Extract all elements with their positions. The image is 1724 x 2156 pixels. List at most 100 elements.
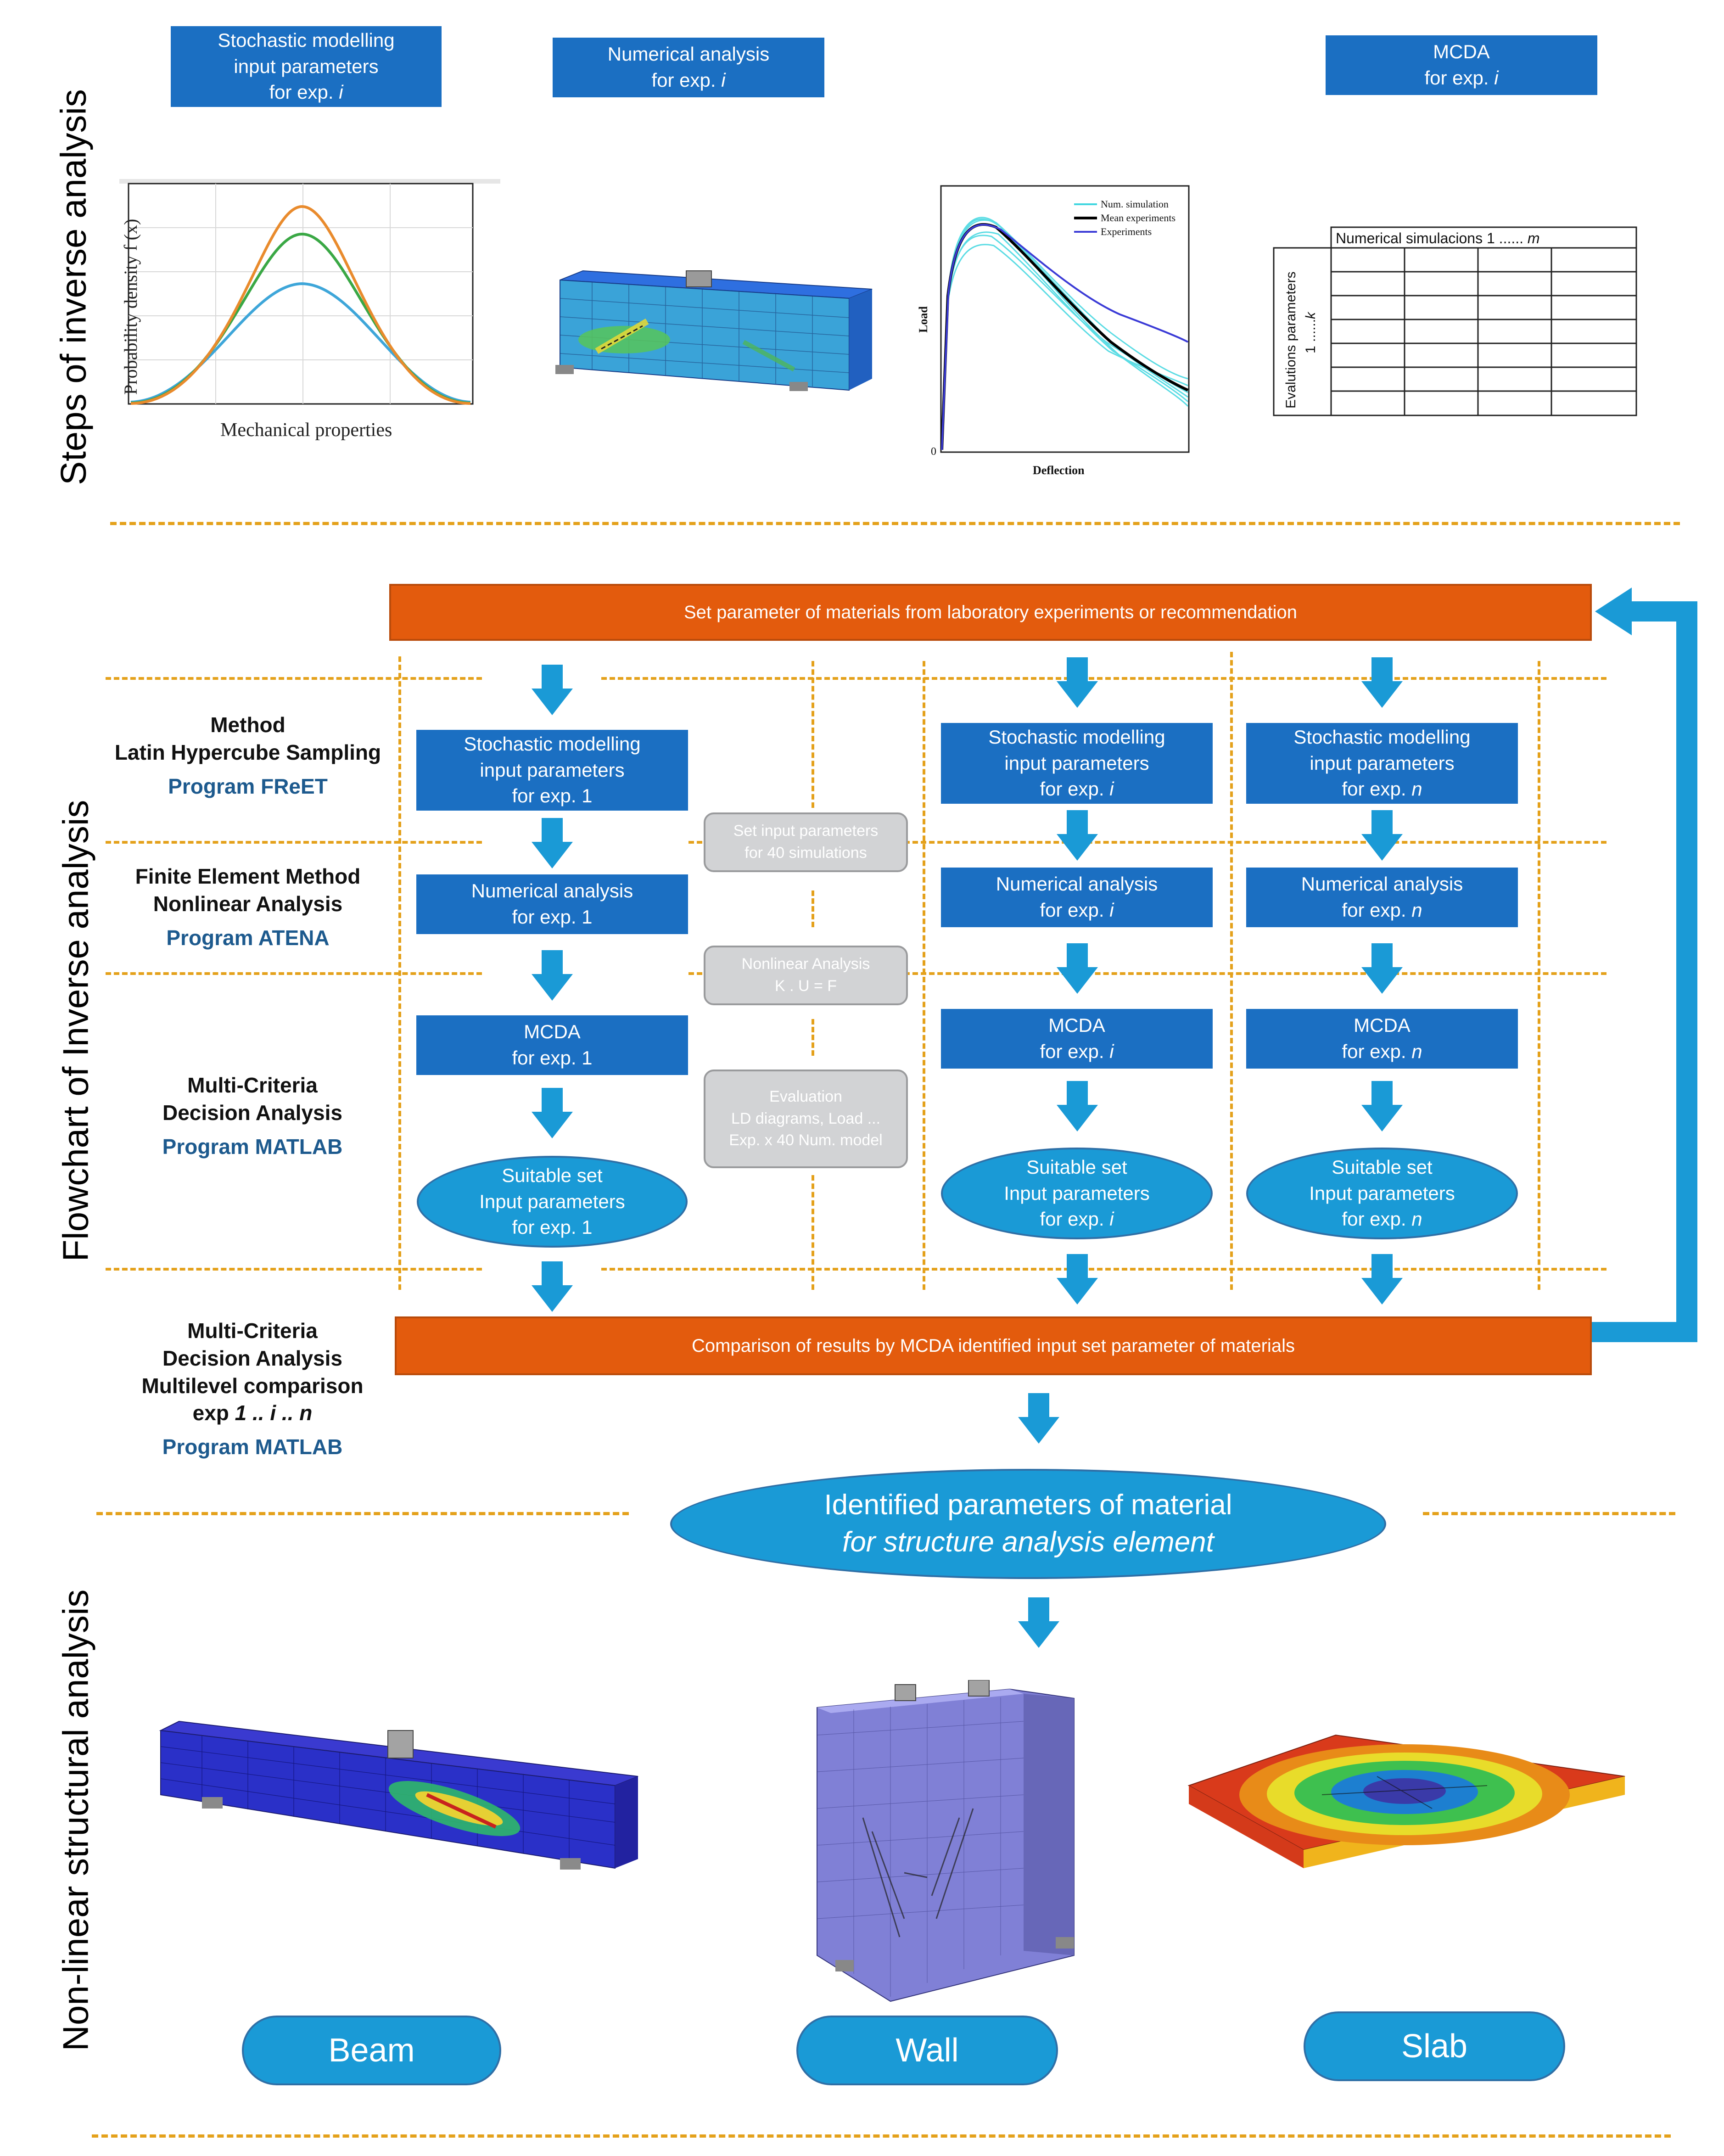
section-title-steps: Steps of inverse analysis <box>53 89 94 485</box>
col1-suit-l1: Suitable set <box>502 1164 603 1186</box>
coli-suit-l2: Input parameters <box>1004 1182 1150 1204</box>
method-mcda-l1: Multi-Criteria <box>187 1073 318 1097</box>
top-header-numerical: Numerical analysis for exp. i <box>553 38 824 97</box>
coli-num-idx: i <box>1109 899 1114 921</box>
coli-mcda-l1: MCDA <box>1048 1014 1105 1036</box>
gray-note-evaluation: Evaluation LD diagrams, Load ... Exp. x … <box>704 1070 908 1168</box>
mcda-table-rowlabel: Evalutions parameters <box>1283 272 1299 409</box>
coln-suitable-oval: Suitable set Input parameters for exp. n <box>1246 1148 1518 1239</box>
col1-mcda-l2: for exp. 1 <box>512 1047 593 1069</box>
section-title-flowchart: Flowchart of Inverse analysis <box>55 800 96 1262</box>
arrow-col1-2 <box>532 818 573 868</box>
beam-model <box>159 1720 638 1870</box>
coli-stoch-l2: input parameters <box>1004 752 1149 774</box>
ld-ylabel: Load <box>917 306 930 333</box>
mcda-table-header: Numerical simulacions 1 ...... <box>1336 230 1528 246</box>
coli-mcda-l2: for exp. <box>1040 1041 1110 1062</box>
method-fem-l2: Nonlinear Analysis <box>153 891 343 916</box>
beam-illustration-top <box>555 270 873 391</box>
arrow-coli-1 <box>1057 657 1098 708</box>
method4-l1: Multi-Criteria <box>187 1319 318 1343</box>
coli-stochastic-box: Stochastic modelling input parameters fo… <box>941 723 1213 804</box>
top-header-mcda-l1: MCDA <box>1433 41 1490 63</box>
ld-experiment-curve <box>941 224 1188 450</box>
grid-v1 <box>398 656 401 1290</box>
ld-plot: Num. simulation Mean experiments Experim… <box>917 185 1190 477</box>
mcda-table: Numerical simulacions 1 ...... m Evaluti… <box>1273 226 1637 416</box>
top-header-numerical-idx: i <box>721 69 726 91</box>
arrow-to-identified <box>1018 1393 1059 1444</box>
identified-l1: Identified parameters of material <box>824 1489 1232 1521</box>
mcda-table-header-m: m <box>1528 230 1540 246</box>
coli-stoch-l1: Stochastic modelling <box>988 726 1165 748</box>
arrow-coli-5 <box>1057 1254 1098 1305</box>
pdf-xlabel: Mechanical properties <box>220 420 392 441</box>
grid-v5 <box>1538 661 1540 1290</box>
ld-origin: 0 <box>931 446 936 458</box>
mcda-table-rowlabel2: 1 ...... <box>1303 319 1318 353</box>
grid-v4 <box>1230 652 1233 1290</box>
slab-model <box>1187 1734 1625 1868</box>
grid-v2 <box>812 661 814 808</box>
gray-note-input-l2: for 40 simulations <box>744 844 867 862</box>
coln-stoch-l1: Stochastic modelling <box>1293 726 1471 748</box>
grid-h3a <box>106 972 482 975</box>
coln-mcda-l2: for exp. <box>1342 1041 1412 1062</box>
top-header-mcda-l2: for exp. <box>1424 67 1495 89</box>
pdf-ylabel: Probability density f (x) <box>120 219 141 395</box>
identified-l2: for structure analysis element <box>842 1526 1214 1558</box>
separator-2b <box>1423 1512 1675 1515</box>
arrow-coln-1 <box>1361 657 1403 708</box>
top-header-stochastic-l3: for exp. <box>269 81 339 103</box>
grid-h2b <box>688 841 1606 844</box>
arrow-to-elements <box>1018 1597 1059 1648</box>
separator-2a <box>96 1512 629 1515</box>
grid-h3b <box>688 972 1606 975</box>
identified-parameters-oval: Identified parameters of material for st… <box>670 1469 1386 1579</box>
coln-stochastic-box: Stochastic modelling input parameters fo… <box>1246 723 1518 804</box>
gray-note-nonlinear: Nonlinear Analysis K . U = F <box>704 946 908 1005</box>
arrow-col1-3 <box>532 950 573 1001</box>
ld-legend-0: Num. simulation <box>1101 198 1169 210</box>
coli-num-l1: Numerical analysis <box>996 873 1158 895</box>
coln-stoch-idx: n <box>1411 778 1422 800</box>
top-header-mcda-idx: i <box>1494 67 1499 89</box>
coln-num-l1: Numerical analysis <box>1301 873 1463 895</box>
gray-note-input: Set input parameters for 40 simulations <box>704 812 908 872</box>
ld-xlabel: Deflection <box>1033 464 1085 477</box>
col1-suitable-oval: Suitable set Input parameters for exp. 1 <box>417 1156 688 1248</box>
element-wall-button[interactable]: Wall <box>796 2016 1058 2085</box>
method-lhs-program: Program FReET <box>168 774 328 798</box>
arrow-coli-2 <box>1057 810 1098 861</box>
coln-suit-l1: Suitable set <box>1332 1156 1433 1178</box>
coli-mcda-box: MCDA for exp. i <box>941 1009 1213 1069</box>
col1-stoch-l1: Stochastic modelling <box>464 733 641 755</box>
method-label-lhs: Method Latin Hypercube Sampling Program … <box>106 711 390 800</box>
top-bar-set-parameters: Set parameter of materials from laborato… <box>389 584 1592 641</box>
grid-h1b <box>601 677 1606 680</box>
arrow-col1-5 <box>532 1261 573 1312</box>
grid-h2a <box>106 841 482 844</box>
method-label-multilevel: Multi-Criteria Decision Analysis Multile… <box>106 1317 399 1461</box>
coln-mcda-idx: n <box>1411 1041 1422 1062</box>
element-beam-button[interactable]: Beam <box>242 2016 501 2085</box>
col1-mcda-l1: MCDA <box>524 1021 581 1043</box>
gray-note-nonlinear-l2: K . U = F <box>774 977 837 995</box>
coli-num-l2: for exp. <box>1040 899 1110 921</box>
col1-stoch-l3: for exp. 1 <box>512 785 593 807</box>
coln-suit-idx: n <box>1411 1208 1422 1230</box>
arrow-col1-1 <box>532 665 573 715</box>
grid-h4a <box>106 1268 482 1271</box>
ld-legend-1: Mean experiments <box>1101 212 1175 224</box>
coli-stoch-idx: i <box>1109 778 1114 800</box>
element-slab-button[interactable]: Slab <box>1304 2011 1565 2081</box>
coln-numerical-box: Numerical analysis for exp. n <box>1246 868 1518 927</box>
method-label-mcda: Multi-Criteria Decision Analysis Program… <box>110 1072 395 1160</box>
col1-num-l2: for exp. 1 <box>512 906 593 928</box>
coli-numerical-box: Numerical analysis for exp. i <box>941 868 1213 927</box>
coln-mcda-box: MCDA for exp. n <box>1246 1009 1518 1069</box>
arrow-col1-4 <box>532 1088 573 1138</box>
top-header-stochastic-l2: input parameters <box>234 55 379 77</box>
arrow-coln-5 <box>1361 1254 1403 1305</box>
svg-text:1 ......k: 1 ......k <box>1303 311 1318 353</box>
